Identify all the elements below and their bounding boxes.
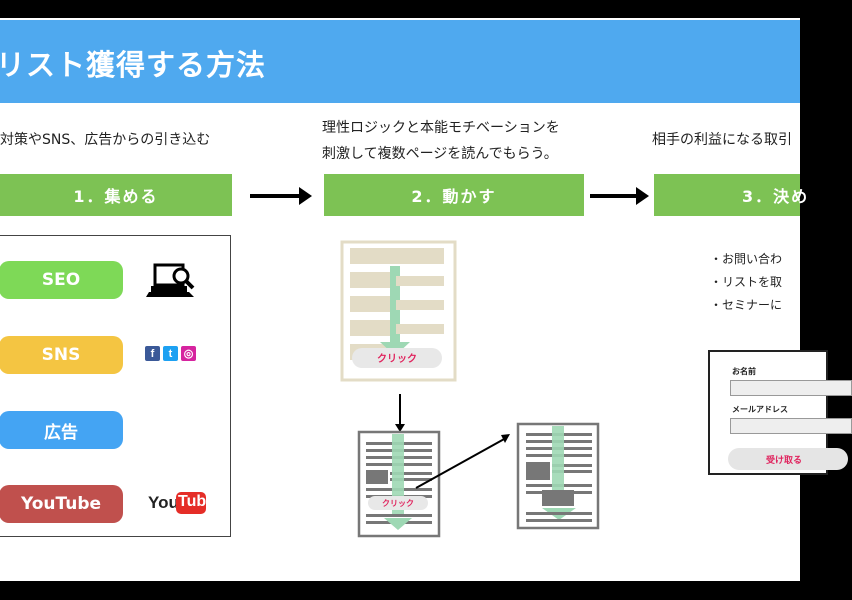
page-flow-diagram: クリック クリック xyxy=(340,240,600,538)
click-label: クリック xyxy=(382,498,414,508)
channel-seo: SEO xyxy=(0,261,123,299)
click-label: クリック xyxy=(377,353,417,365)
name-field[interactable] xyxy=(730,380,852,396)
step-2-bar: 2．動かす xyxy=(324,174,584,216)
step-2-description-line-1: 理性ロジックと本能モチベーションを xyxy=(322,120,560,136)
arrow-down-icon xyxy=(395,424,405,432)
step-3-description: 相手の利益になる取引 xyxy=(652,127,792,153)
step-3-label: 3．決め xyxy=(742,187,810,206)
landing-block xyxy=(350,296,394,312)
arrow-diagonal-icon xyxy=(501,434,510,443)
email-field[interactable] xyxy=(730,418,852,434)
email-label: メールアドレス xyxy=(732,405,788,414)
flow-arrow-shaft xyxy=(390,266,400,344)
step-3-bar: 3．決め xyxy=(654,174,807,216)
landing-block xyxy=(350,272,394,288)
name-label: お名前 xyxy=(732,367,756,376)
benefit-item: ・セミナーに xyxy=(710,298,783,312)
page-title: リスト獲得する方法 xyxy=(0,48,267,82)
step-1-description: 対策やSNS、広告からの引き込む xyxy=(0,127,210,153)
signup-form: お名前 メールアドレス 受け取る xyxy=(708,350,852,475)
title-bar: リスト獲得する方法 xyxy=(0,20,800,103)
step-1-description-line: 対策やSNS、広告からの引き込む xyxy=(0,132,211,148)
arrow-right-icon xyxy=(590,187,649,205)
step-3-description-line: 相手の利益になる取引 xyxy=(652,132,792,148)
instagram-icon: ◎ xyxy=(181,346,196,361)
benefit-item: ・リストを取 xyxy=(710,275,783,289)
benefit-item: ・お問い合わ xyxy=(710,252,783,266)
landing-page-header xyxy=(350,248,444,264)
youtube-logo-tube-box xyxy=(176,492,206,514)
step-2-description: 理性ロジックと本能モチベーションを 刺激して複数ページを読んでもらう。 xyxy=(322,115,560,167)
facebook-icon: f xyxy=(145,346,160,361)
landing-block xyxy=(350,320,394,336)
benefit-list: ・お問い合わ ・リストを取 ・セミナーに xyxy=(710,248,782,317)
channel-ads: 広告 xyxy=(0,411,123,449)
channel-sns: SNS xyxy=(0,336,123,374)
slide: リスト獲得する方法 対策やSNS、広告からの引き込む 理性ロジックと本能モチベー… xyxy=(0,18,852,581)
submit-button-label: 受け取る xyxy=(766,455,803,466)
youtube-logo: You Tube xyxy=(148,492,215,516)
arrow-right-icon xyxy=(250,187,312,205)
twitter-icon: t xyxy=(163,346,178,361)
click-button xyxy=(352,348,442,368)
submit-button[interactable]: 受け取る xyxy=(728,448,848,470)
channel-youtube: YouTube xyxy=(0,485,123,523)
step-1-bar: 1．集める xyxy=(0,174,232,216)
youtube-logo-tube: Tube xyxy=(178,493,216,510)
youtube-logo-you: You xyxy=(148,493,179,512)
step-2-description-line-2: 刺激して複数ページを読んでもらう。 xyxy=(322,146,558,162)
laptop-search-icon xyxy=(146,263,195,297)
channels-box: SEO SNS 広告 YouTube f t ◎ You Tube xyxy=(0,235,231,537)
